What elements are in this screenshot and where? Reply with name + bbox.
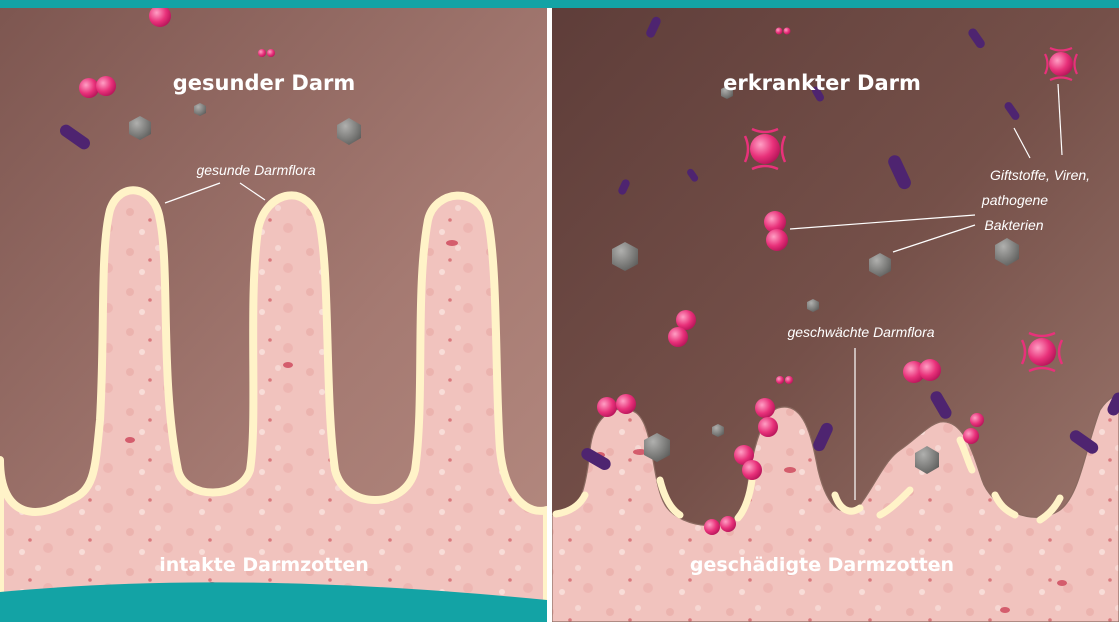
diseased-flora-label: geschwächte Darmflora — [787, 324, 934, 340]
healthy-title: gesunder Darm — [173, 71, 355, 95]
toxins-label-line3: Bakterien — [984, 217, 1043, 233]
toxins-label-line2: pathogene — [981, 192, 1048, 208]
panel-divider — [547, 0, 552, 622]
toxins-label-line1: Giftstoffe, Viren, — [990, 167, 1090, 183]
top-teal-bar — [0, 0, 1119, 8]
damaged-villi-label: geschädigte Darmzotten — [690, 554, 954, 576]
intact-villi-label: intakte Darmzotten — [159, 554, 369, 576]
diseased-title: erkrankter Darm — [723, 71, 921, 95]
healthy-flora-label: gesunde Darmflora — [196, 162, 315, 178]
